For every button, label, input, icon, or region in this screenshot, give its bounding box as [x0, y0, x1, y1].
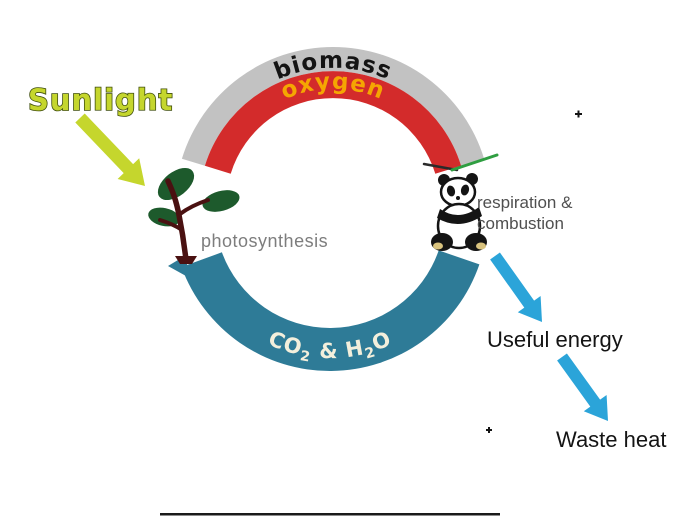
useful-energy-arrow-icon: [490, 252, 542, 322]
respiration-label-line1: respiration &: [477, 193, 573, 212]
sunlight-arrow-icon: [75, 113, 145, 186]
photosynthesis-label: photosynthesis: [201, 231, 328, 251]
panda-icon: [431, 173, 487, 251]
bottom-edge-line: [160, 513, 500, 516]
stray-plus-mark: [486, 427, 492, 433]
oxygen-arc: [204, 71, 462, 174]
stray-plus-mark: [575, 110, 582, 118]
biomass-arc: [181, 46, 485, 166]
co2-part: & H: [310, 335, 366, 363]
co2-h2o-arc: [181, 250, 480, 372]
respiration-label-line2: combustion: [477, 214, 564, 233]
waste-heat-arrow-icon: [557, 353, 608, 421]
co2-subscript: 2: [299, 348, 312, 366]
arc-end-green-tick: [450, 153, 499, 172]
co2-subscript: 2: [363, 344, 378, 362]
sunlight-label: Sunlight: [28, 83, 173, 117]
useful-energy-label: Useful energy: [487, 327, 623, 352]
plant-icon: [148, 167, 240, 264]
waste-heat-label: Waste heat: [556, 427, 666, 452]
